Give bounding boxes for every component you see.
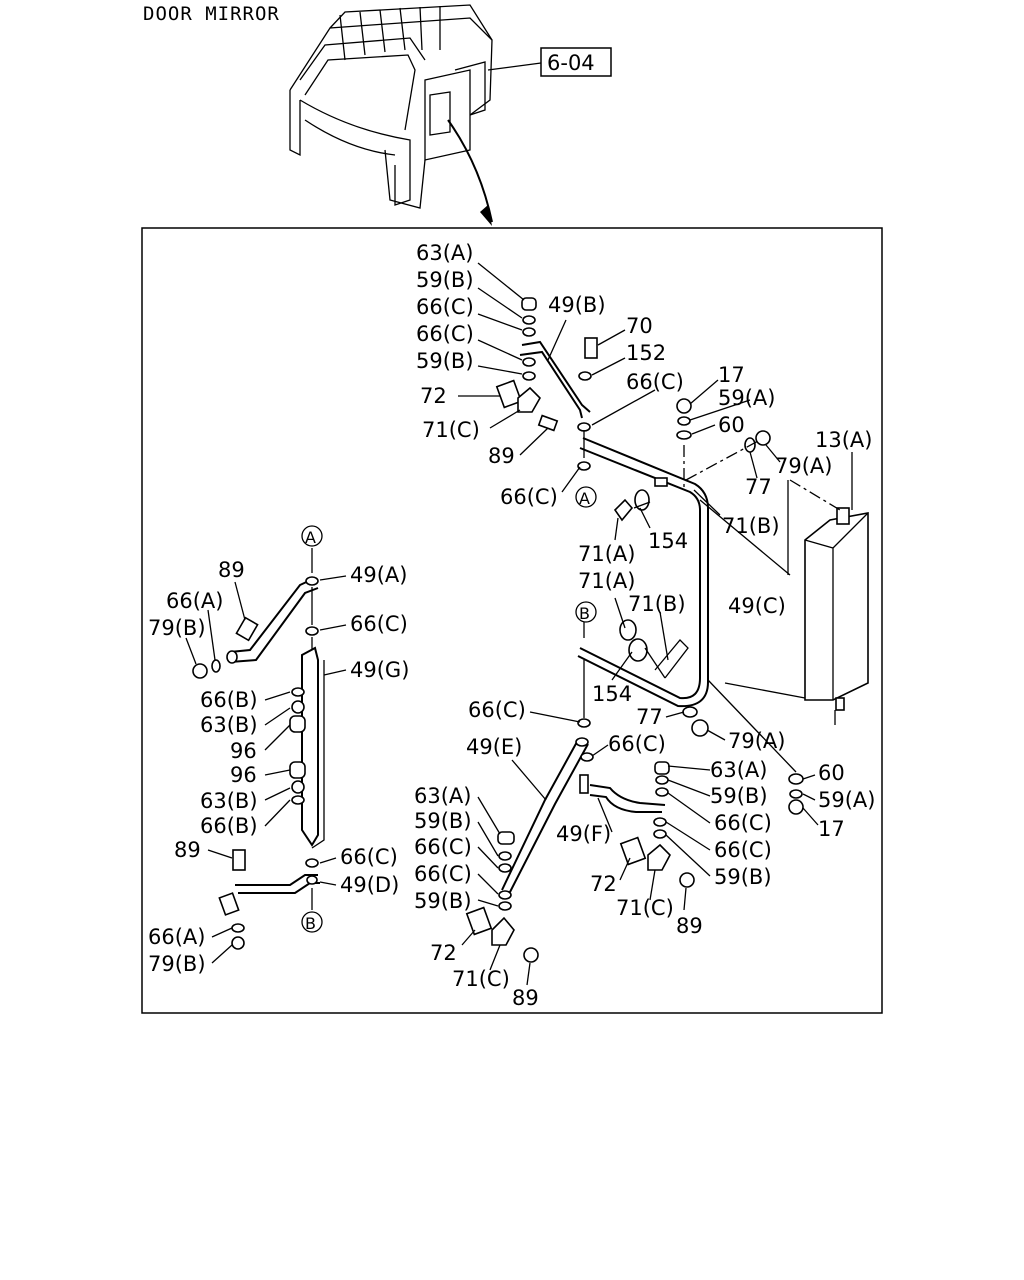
diagram-frame [141, 227, 883, 1014]
stay-49d [235, 874, 320, 894]
stay-49f [579, 774, 666, 813]
callout-c08: 89 [488, 444, 515, 468]
guide-lines [311, 430, 841, 910]
callout-c50: 71(C) [452, 967, 510, 991]
callout-labels: 63(A) 59(B) 66(C) 66(C) 59(B) 72 71(C) 8… [148, 241, 875, 1010]
circle-ref-a-left: A [301, 525, 323, 547]
callout-c18: 77 [745, 475, 772, 499]
callout-c35: 66(C) [714, 838, 772, 862]
callout-c28: 79(A) [728, 729, 785, 753]
callout-c57: 49(G) [350, 658, 409, 682]
callout-c38: 59(A) [818, 788, 875, 812]
callout-c45: 59(B) [414, 809, 472, 833]
stay-49g [301, 646, 325, 849]
callout-c52: 89 [218, 558, 245, 582]
callout-c29: 66(C) [468, 698, 526, 722]
callout-c34: 66(C) [714, 811, 772, 835]
callout-c20: 71(B) [722, 514, 780, 538]
callout-c44: 63(A) [414, 784, 471, 808]
hardware-upper [495, 297, 804, 815]
callout-c42: 71(C) [616, 896, 674, 920]
callout-c21: 154 [648, 529, 688, 553]
callout-c43: 89 [676, 914, 703, 938]
callout-c12: 66(C) [626, 370, 684, 394]
callout-c22: 71(A) [578, 542, 635, 566]
callout-c66: 49(D) [340, 873, 399, 897]
callout-c09: 49(B) [548, 293, 606, 317]
callout-c59: 63(B) [200, 713, 258, 737]
callout-c31: 66(C) [608, 732, 666, 756]
callout-c19: 66(C) [500, 485, 558, 509]
callout-c41: 72 [590, 872, 617, 896]
callout-c61: 96 [230, 763, 257, 787]
callout-c15: 60 [718, 413, 745, 437]
callout-c01: 63(A) [416, 241, 473, 265]
callout-c64: 89 [174, 838, 201, 862]
callout-c30: 49(E) [466, 735, 522, 759]
callout-c53: 49(A) [350, 563, 407, 587]
callout-c55: 79(B) [148, 616, 206, 640]
callout-c02: 59(B) [416, 268, 474, 292]
circle-ref-a-upper: A [575, 486, 597, 508]
callout-c23: 71(A) [578, 569, 635, 593]
callout-c33: 59(B) [710, 784, 768, 808]
callout-c24: 71(B) [628, 592, 686, 616]
callout-c58: 66(B) [200, 688, 258, 712]
callout-c56: 66(C) [350, 612, 408, 636]
callout-c07: 71(C) [422, 418, 480, 442]
callout-c16: 13(A) [815, 428, 872, 452]
cab-illustration [289, 4, 493, 226]
callout-c14: 59(A) [718, 386, 775, 410]
callout-c32: 63(A) [710, 758, 767, 782]
callout-c05: 59(B) [416, 349, 474, 373]
callout-c68: 79(B) [148, 952, 206, 976]
circle-ref-b-left: B [301, 911, 323, 933]
callout-c03: 66(C) [416, 295, 474, 319]
callout-c67: 66(A) [148, 925, 205, 949]
callout-c27: 77 [636, 705, 663, 729]
stay-49b [519, 340, 591, 419]
callout-c17: 79(A) [775, 454, 832, 478]
hardware-lower-middle [465, 718, 695, 963]
callout-c62: 63(B) [200, 789, 258, 813]
hardware-left [192, 616, 319, 950]
callout-c37: 60 [818, 761, 845, 785]
clamp-upper [613, 489, 651, 522]
callout-c36: 59(B) [714, 865, 772, 889]
callout-c13: 17 [718, 363, 745, 387]
stay-49a [226, 576, 319, 664]
circle-ref-b-upper: B [575, 601, 597, 623]
callout-c06: 72 [420, 384, 447, 408]
callout-c54: 66(A) [166, 589, 223, 613]
callout-c51: 89 [512, 986, 539, 1010]
callout-c63: 66(B) [200, 814, 258, 838]
callout-c11: 152 [626, 341, 666, 365]
diagram-title: DOOR MIRROR [143, 3, 280, 25]
callout-c48: 59(B) [414, 889, 472, 913]
svg-text:B: B [305, 914, 316, 933]
callout-c40: 49(F) [556, 822, 611, 846]
clamp-lower [619, 619, 689, 679]
mirror-13a [804, 507, 869, 711]
reference-box: 6-04 [487, 47, 612, 77]
reference-label: 6-04 [547, 51, 595, 75]
callout-c49: 72 [430, 941, 457, 965]
callout-c04: 66(C) [416, 322, 474, 346]
callout-c39: 17 [818, 817, 845, 841]
callout-c47: 66(C) [414, 862, 472, 886]
stay-49c [577, 437, 709, 708]
callout-c10: 70 [626, 314, 653, 338]
svg-text:A: A [305, 528, 316, 547]
callout-c65: 66(C) [340, 845, 398, 869]
svg-text:A: A [579, 489, 590, 508]
callout-c46: 66(C) [414, 835, 472, 859]
svg-text:B: B [579, 604, 590, 623]
callout-c60: 96 [230, 739, 257, 763]
stay-49e [501, 737, 589, 893]
leader-lines [185, 262, 853, 986]
callout-c26: 154 [592, 682, 632, 706]
callout-c25: 49(C) [728, 594, 786, 618]
